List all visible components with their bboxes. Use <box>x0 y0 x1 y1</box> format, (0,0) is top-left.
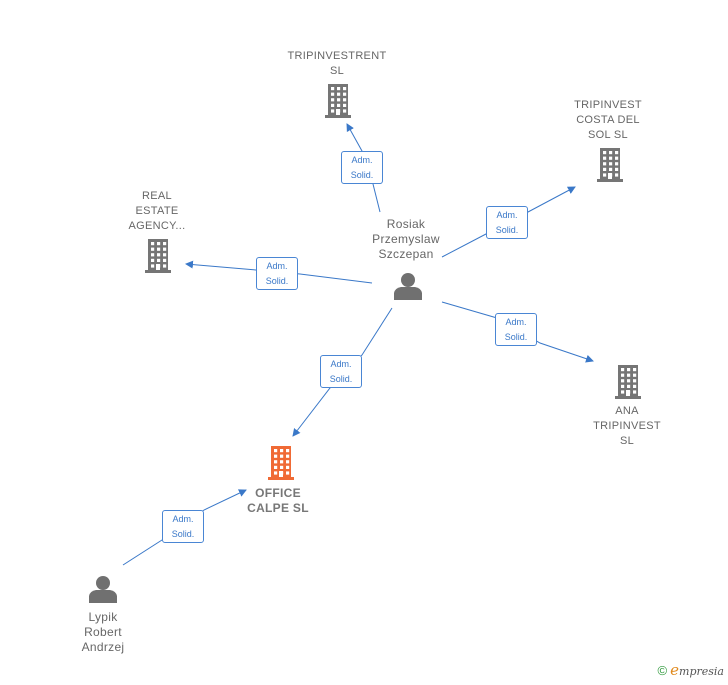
edge-label-line2: Solid. <box>265 276 289 286</box>
edge-label-line1: Adm. <box>496 210 518 220</box>
person-icon-lypik[interactable] <box>89 576 117 603</box>
node-label-lypik[interactable]: Lypik Robert Andrzej <box>81 610 125 654</box>
node-label-ana-tripinvest[interactable]: ANA TRIPINVEST SL <box>593 405 661 447</box>
brand-logo-initial: e <box>670 661 680 679</box>
copyright-symbol: © <box>657 663 668 678</box>
edge-label-rosiak-tripinvestrent[interactable]: Adm. Solid. <box>341 151 383 184</box>
building-icon-office-calpe[interactable] <box>268 446 294 480</box>
node-label-rosiak[interactable]: Rosiak Przemyslaw Szczepan <box>372 217 440 261</box>
edge-label-rosiak-office-calpe[interactable]: Adm. Solid. <box>320 355 362 388</box>
edge-label-line2: Solid. <box>495 225 519 235</box>
building-icon-real-estate[interactable] <box>145 239 171 273</box>
node-label-real-estate[interactable]: REAL ESTATE AGENCY... <box>128 190 186 232</box>
building-icon-tripinvest-costa[interactable] <box>597 148 623 182</box>
edge-label-line2: Solid. <box>350 170 374 180</box>
building-icon-tripinvestrent[interactable] <box>325 84 351 118</box>
footer-brand[interactable]: ©empresia <box>658 661 724 679</box>
edge-label-line2: Solid. <box>504 332 528 342</box>
edge-label-line1: Adm. <box>172 514 194 524</box>
edge-label-line1: Adm. <box>330 359 352 369</box>
edge-label-line1: Adm. <box>505 317 527 327</box>
edge-label-rosiak-real-estate[interactable]: Adm. Solid. <box>256 257 298 290</box>
node-label-tripinvest-costa[interactable]: TRIPINVEST COSTA DEL SOL SL <box>574 99 642 141</box>
node-label-office-calpe[interactable]: OFFICE CALPE SL <box>247 486 309 515</box>
edge-label-line1: Adm. <box>266 261 288 271</box>
edge-label-line2: Solid. <box>329 374 353 384</box>
brand-name: mpresia <box>679 665 724 678</box>
building-icon-ana-tripinvest[interactable] <box>615 365 641 399</box>
node-label-tripinvestrent[interactable]: TRIPINVESTRENT SL <box>287 50 387 77</box>
person-icon-rosiak[interactable] <box>394 273 422 300</box>
edge-label-lypik-office-calpe[interactable]: Adm. Solid. <box>162 510 204 543</box>
edge-label-rosiak-ana-tripinvest[interactable]: Adm. Solid. <box>495 313 537 346</box>
edge-label-line1: Adm. <box>351 155 373 165</box>
edge-label-rosiak-tripinvest-costa[interactable]: Adm. Solid. <box>486 206 528 239</box>
edge-label-line2: Solid. <box>171 529 195 539</box>
